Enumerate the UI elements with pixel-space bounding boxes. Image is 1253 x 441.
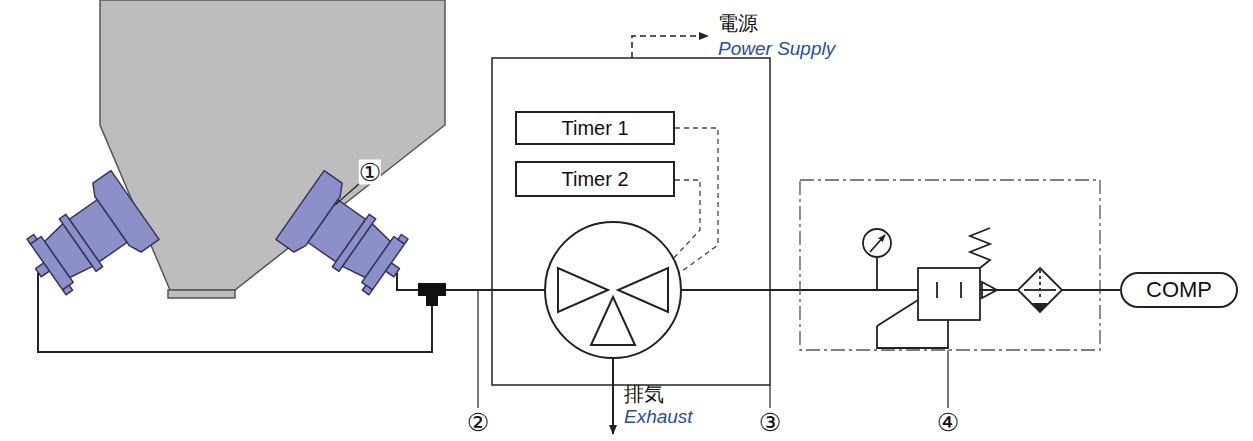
air-pipe [38, 273, 545, 352]
box-text: Timer 2 [561, 168, 628, 191]
air-pipe [980, 289, 1018, 291]
filter-symbol [1018, 268, 1062, 312]
compressor-box: COMP [1120, 272, 1238, 308]
leader-line [335, 183, 948, 408]
exhaust-label: Exhaust [624, 406, 693, 428]
regulator-symbol [877, 228, 997, 348]
power-label: Power Supply [718, 38, 835, 60]
controller-box [492, 58, 770, 385]
box-text: COMP [1146, 277, 1212, 303]
timer-box: Timer 2 [515, 161, 675, 197]
pressure-gauge [863, 229, 891, 290]
timer-box: Timer 1 [515, 111, 675, 145]
power-label: 電源 [718, 10, 758, 37]
power-line [632, 36, 708, 58]
air-pipe [1062, 289, 1120, 291]
exhaust-label: 排気 [624, 381, 664, 408]
tee-fitting [418, 283, 446, 306]
callout-number: ④ [937, 410, 959, 435]
vibrator [14, 171, 421, 307]
callout-number: ③ [759, 410, 781, 435]
signal-line [670, 128, 718, 274]
exhaust-arrow [612, 358, 614, 434]
frl-unit-outline [800, 180, 1100, 350]
three-way-valve [545, 222, 681, 358]
box-text: Timer 1 [561, 117, 628, 140]
callout-number: ① [359, 160, 381, 185]
callout-number: ② [467, 410, 489, 435]
